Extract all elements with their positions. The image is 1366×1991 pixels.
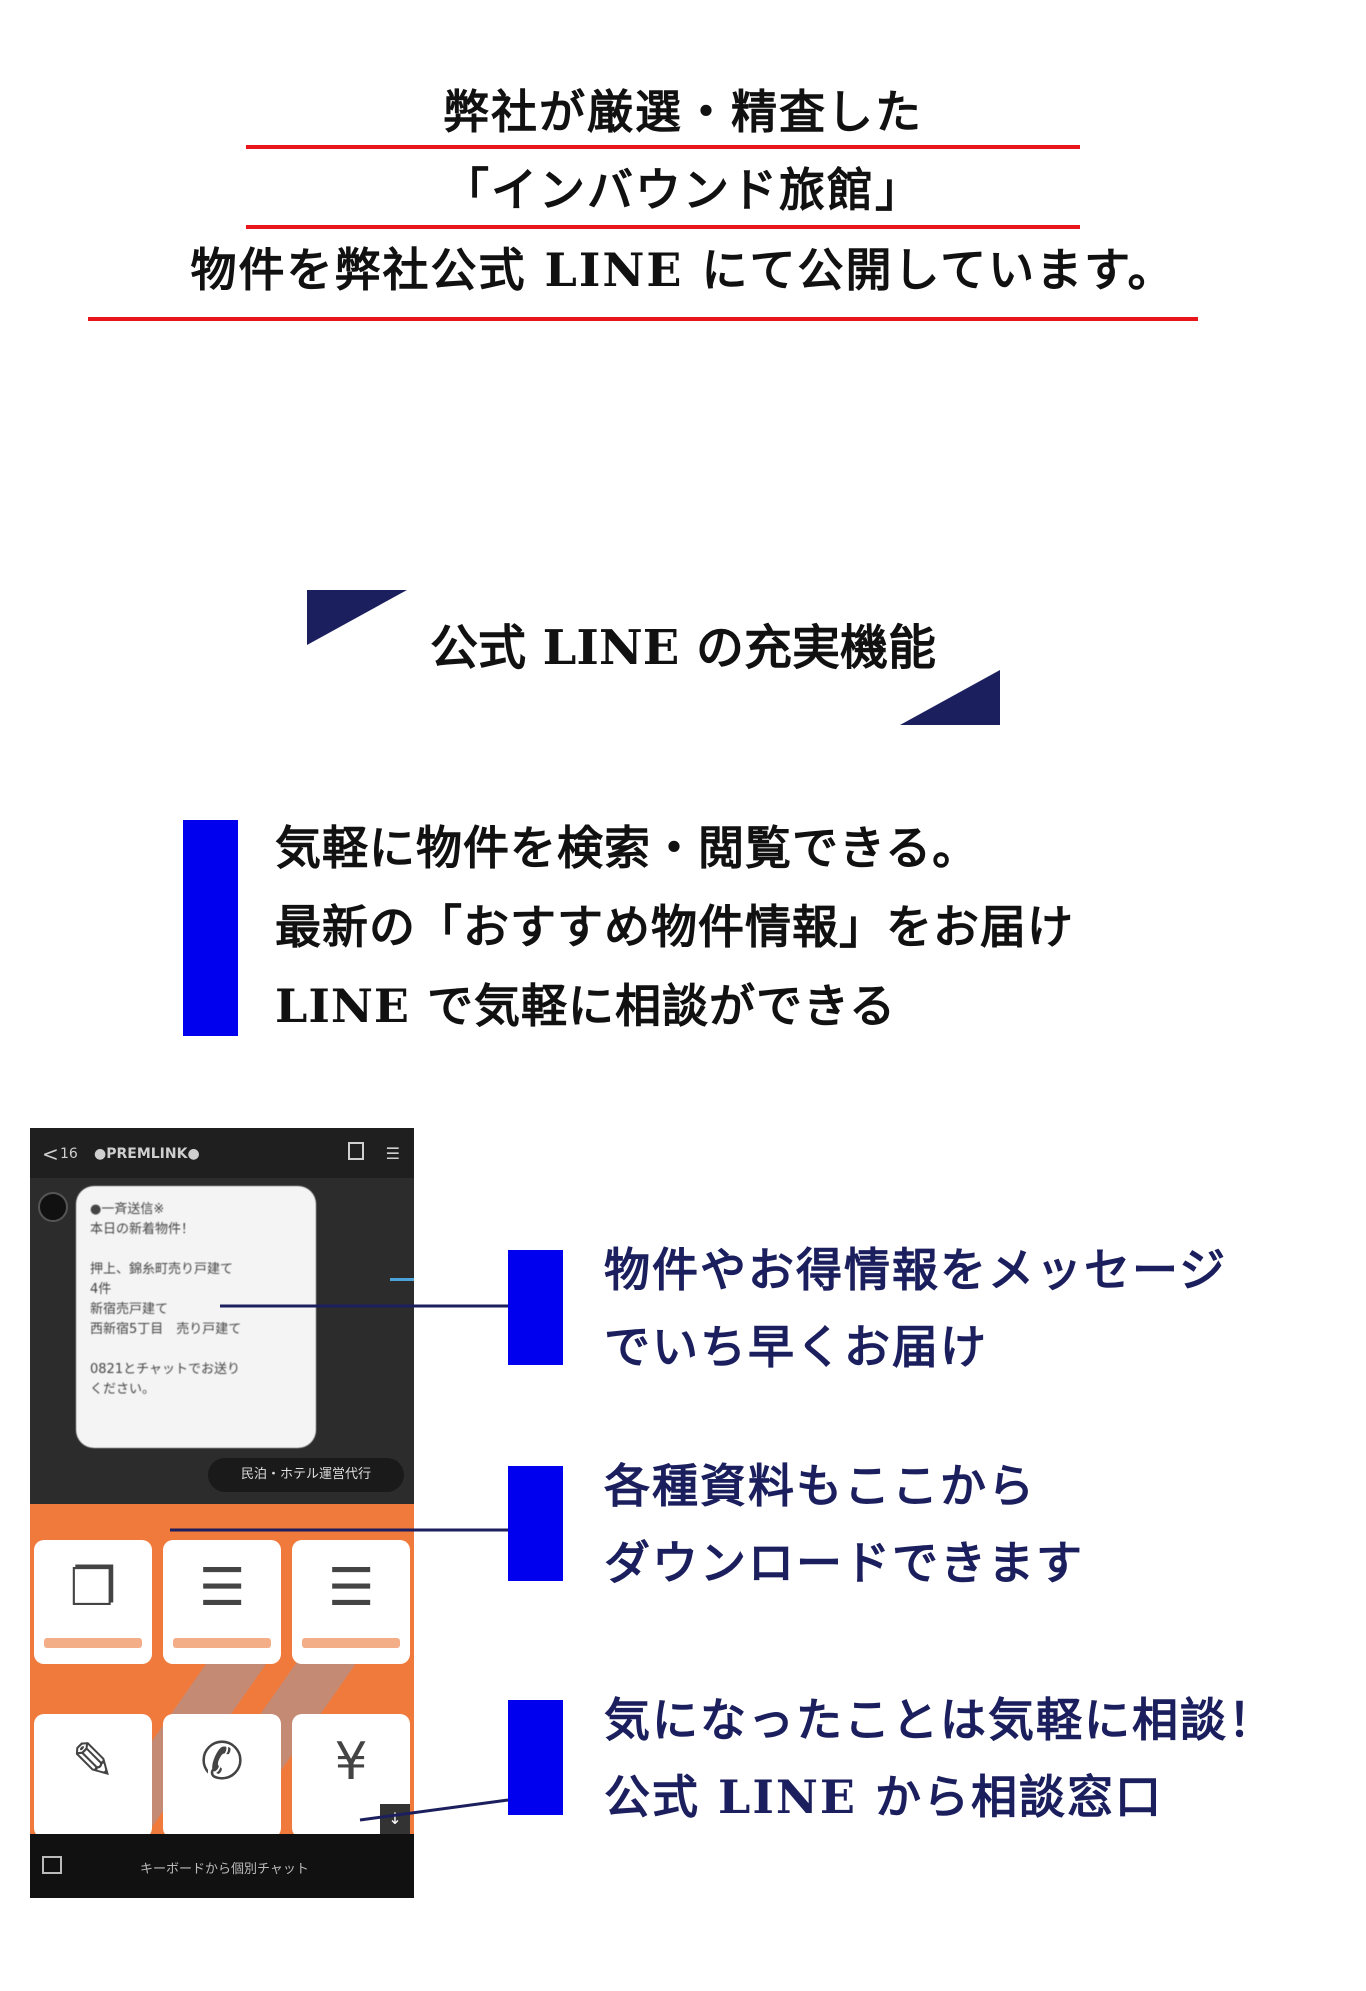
quick-reply-button[interactable]: 民泊・ホテル運営代行 [208,1458,404,1492]
headline-line-3: 物件を弊社公式 LINE にて公開しています。 [190,243,1176,297]
tile-caption [173,1638,271,1648]
back-icon: < [42,1142,59,1166]
documents-icon: ❐ [69,1558,117,1618]
callout-2-line-1: 各種資料もここから [604,1459,1036,1513]
headline-underline-3 [88,317,1198,321]
account-name: ●PREMLINK● [94,1146,200,1162]
message-line: 4件 [90,1282,112,1297]
phone-header: < 16 ●PREMLINK● ☰ [30,1128,414,1178]
line-phone-screenshot: < 16 ●PREMLINK● ☰ ●一斉送信※ 本日の新着物件！ 押上、錦糸町… [30,1128,414,1898]
document-icon: ☰ [198,1558,246,1618]
callout-2-line-2: ダウンロードできます [604,1536,1084,1590]
section-title: 公式 LINE の充実機能 [429,620,937,676]
menu-tile-consult[interactable]: ✎ [34,1714,152,1838]
message-line: 西新宿5丁目 売り戸建て [90,1322,242,1337]
account-avatar [38,1192,68,1222]
callout-3-line-1: 気になったことは気軽に相談！ [604,1693,1276,1747]
callout-1-line-1: 物件やお得情報をメッセージ [604,1243,1228,1297]
callout-3-line-2: 公式 LINE から相談窓口 [604,1770,1163,1824]
menu-tile-materials[interactable]: ❐ [34,1540,152,1664]
tile-caption [44,1638,142,1648]
headline-line-1: 弊社が厳選・精査した [443,85,923,139]
connector-line-3 [359,1798,509,1822]
keyboard-icon[interactable] [42,1856,62,1874]
menu-icon: ☰ [385,1144,400,1163]
headline-line-2: 「インバウンド旅館」 [443,163,923,217]
message-line: 本日の新着物件！ [90,1222,195,1237]
yen-icon: ¥ [334,1732,368,1792]
menu-tile-search[interactable]: ☰ [163,1540,281,1664]
chat-bar-text[interactable]: キーボードから個別チャット [140,1862,309,1877]
callout-1-line-2: でいち早くお届け [604,1320,988,1374]
feature-item-3: LINE で気軽に相談ができる [275,979,897,1033]
heading-corner-top-left [307,590,407,645]
callout-bar-3 [508,1700,563,1815]
feature-list-bar [183,820,238,1036]
heading-corner-bottom-right [900,670,1000,725]
phone-chat-bar: キーボードから個別チャット [30,1834,414,1898]
menu-tile-phone[interactable]: ✆ [163,1714,281,1838]
message-line: ●一斉送信※ [90,1202,165,1217]
message-bubble: ●一斉送信※ 本日の新着物件！ 押上、錦糸町売り戸建て 4件 新宿売戸建て 西新… [76,1186,316,1448]
headline-underline-1 [246,145,1080,149]
phone-icon: ✆ [200,1732,244,1792]
message-line: 新宿売戸建て [90,1302,169,1317]
pencil-icon: ✎ [71,1732,115,1792]
tile-caption [302,1638,400,1648]
message-line: ください。 [90,1382,156,1397]
note-icon [348,1142,364,1160]
unread-count: 16 [60,1146,78,1162]
headline-underline-2 [246,225,1080,229]
document-icon: ☰ [327,1558,375,1618]
rich-menu: ❐ ☰ ☰ ✎ ✆ ¥ [30,1504,414,1838]
feature-item-1: 気軽に物件を検索・閲覧できる。 [275,821,980,875]
message-line: 押上、錦糸町売り戸建て [90,1262,234,1277]
message-line: 0821とチャットでお送り [90,1362,240,1377]
edge-highlight [390,1278,414,1281]
callout-bar-1 [508,1250,563,1365]
menu-tile-request[interactable]: ☰ [292,1540,410,1664]
feature-item-2: 最新の「おすすめ物件情報」をお届け [275,900,1074,954]
callout-bar-2 [508,1466,563,1581]
